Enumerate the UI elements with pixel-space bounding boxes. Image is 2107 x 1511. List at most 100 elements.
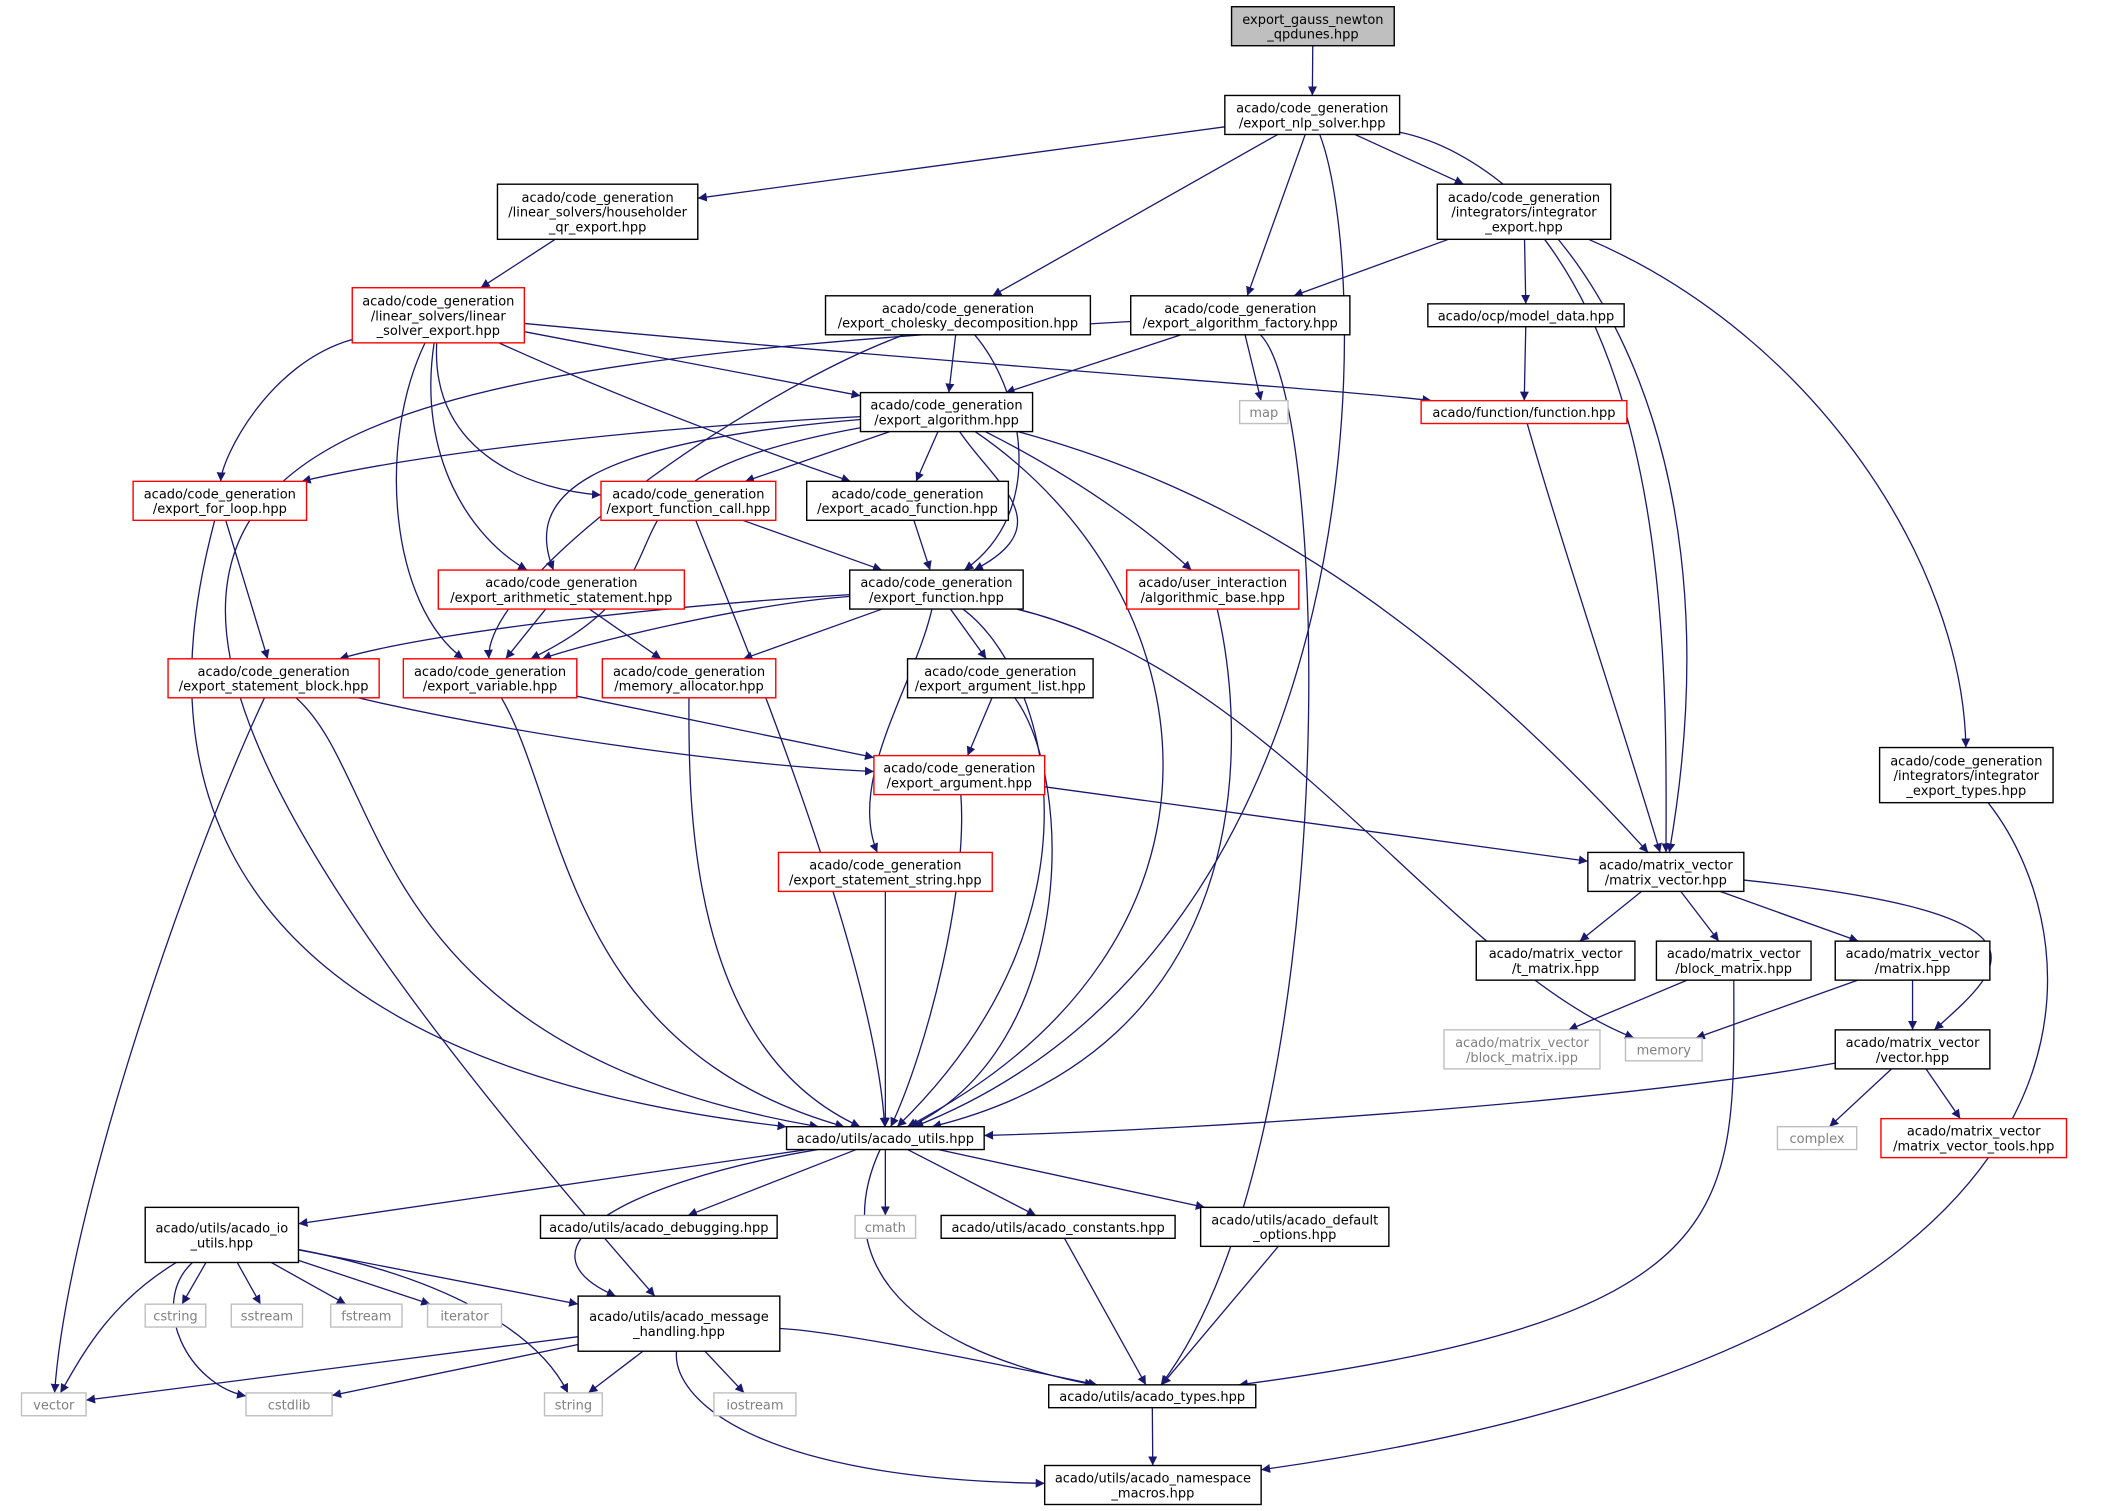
- node-memory_allocator[interactable]: acado/code_generation/memory_allocator.h…: [601, 658, 777, 699]
- node-label-line: acado/matrix_vector: [1599, 858, 1733, 873]
- node-box: [859, 391, 1034, 433]
- node-acado_utils[interactable]: acado/utils/acado_utils.hpp: [785, 1125, 985, 1151]
- node-box: [1130, 295, 1351, 336]
- node-box: [1230, 6, 1395, 47]
- edge-acado_utils-to-io_utils: [298, 1148, 808, 1227]
- node-argument_list[interactable]: acado/code_generation/export_argument_li…: [906, 658, 1094, 699]
- edge-nlp_solver-to-householder: [697, 126, 1225, 202]
- node-label-line: acado/matrix_vector: [1907, 1125, 2041, 1140]
- node-label-line: map: [1249, 406, 1278, 421]
- node-householder[interactable]: acado/code_generation/linear_solvers/hou…: [496, 183, 699, 241]
- node-root[interactable]: export_gauss_newton_qpdunes.hpp: [1230, 6, 1395, 47]
- node-label-line: sstream: [241, 1310, 293, 1325]
- node-box: [132, 480, 308, 522]
- node-label-line: acado/utils/acado_default: [1211, 1213, 1378, 1228]
- node-box: [1199, 1206, 1390, 1248]
- node-label-line: iterator: [440, 1310, 489, 1325]
- node-integrator_types[interactable]: acado/code_generation/integrators/integr…: [1878, 746, 2054, 804]
- node-label-line: _qr_export.hpp: [548, 221, 647, 236]
- node-model_data[interactable]: acado/ocp/model_data.hpp: [1427, 303, 1625, 328]
- node-label-line: memory: [1637, 1043, 1692, 1058]
- node-box: [601, 658, 777, 699]
- edge-acado_utils-to-acado_types: [863, 1149, 1094, 1388]
- node-arith_statement[interactable]: acado/code_generation/export_arithmetic_…: [437, 569, 686, 610]
- node-label-line: acado/code_generation: [362, 294, 514, 309]
- node-t_matrix[interactable]: acado/matrix_vector/t_matrix.hpp: [1475, 940, 1636, 981]
- edge-io_utils-to-cstdlib: [172, 1262, 247, 1399]
- node-box: [1587, 851, 1745, 893]
- node-label-line: acado/code_generation: [612, 487, 764, 502]
- node-function[interactable]: acado/function/function.hpp: [1420, 399, 1628, 425]
- node-statement_block[interactable]: acado/code_generation/export_statement_b…: [167, 658, 380, 699]
- node-block_matrix[interactable]: acado/matrix_vector/block_matrix.hpp: [1655, 940, 1812, 981]
- node-constants[interactable]: acado/utils/acado_constants.hpp: [940, 1214, 1176, 1239]
- node-default_options[interactable]: acado/utils/acado_default_options.hpp: [1199, 1206, 1390, 1248]
- node-box: [167, 658, 380, 699]
- edge-linear_solver_export-to-function: [524, 322, 1432, 405]
- edge-vector-to-complex: [1828, 1068, 1893, 1128]
- node-label-line: acado/function/function.hpp: [1432, 406, 1615, 421]
- node-box: [806, 480, 1010, 522]
- node-label-line: /integrators/integrator: [1894, 769, 2040, 784]
- edge-linear_solver_export-to-export_variable: [395, 342, 464, 660]
- edge-export_argument-to-acado_utils: [890, 794, 963, 1127]
- node-map: map: [1238, 399, 1289, 425]
- node-algorithm_factory[interactable]: acado/code_generation/export_algorithm_f…: [1130, 295, 1351, 336]
- edge-algorithm_factory-to-map: [1244, 334, 1264, 401]
- node-mv_tools[interactable]: acado/matrix_vector/matrix_vector_tools.…: [1880, 1117, 2068, 1159]
- node-label-line: _qpdunes.hpp: [1266, 28, 1358, 43]
- node-message_handling[interactable]: acado/utils/acado_message_handling.hpp: [577, 1295, 781, 1352]
- node-box: [1125, 569, 1300, 610]
- edge-matrix-to-memory: [1695, 979, 1859, 1040]
- node-cholesky[interactable]: acado/code_generation/export_cholesky_de…: [824, 295, 1092, 336]
- node-statement_string[interactable]: acado/code_generation/export_statement_s…: [777, 851, 993, 893]
- node-namespace_macros[interactable]: acado/utils/acado_namespace_macros.hpp: [1043, 1464, 1262, 1506]
- node-for_loop[interactable]: acado/code_generation/export_for_loop.hp…: [132, 480, 308, 522]
- node-integrator_export[interactable]: acado/code_generation/integrators/integr…: [1436, 183, 1612, 241]
- edge-export_algorithm-to-acado_function: [915, 431, 939, 482]
- node-cmath: cmath: [854, 1214, 917, 1239]
- node-iostream: iostream: [713, 1392, 797, 1417]
- node-matrix_vector[interactable]: acado/matrix_vector/matrix_vector.hpp: [1587, 851, 1745, 893]
- node-label-line: acado/code_generation: [1890, 754, 2042, 769]
- edge-nlp_solver-to-integrator_export: [1354, 133, 1464, 185]
- node-acado_function[interactable]: acado/code_generation/export_acado_funct…: [806, 480, 1010, 522]
- node-export_algorithm[interactable]: acado/code_generation/export_algorithm.h…: [859, 391, 1034, 433]
- node-box: [1624, 1037, 1703, 1062]
- edge-integrator_export-to-model_data: [1521, 239, 1531, 304]
- node-label-line: acado/utils/acado_constants.hpp: [951, 1221, 1164, 1236]
- edge-matrix_vector-to-t_matrix: [1579, 890, 1643, 942]
- node-linear_solver_export[interactable]: acado/code_generation/linear_solvers/lin…: [351, 287, 526, 344]
- edge-export_variable-to-export_argument: [576, 695, 875, 761]
- edge-export_algorithm-to-algorithmic_base: [984, 431, 1192, 571]
- node-debugging[interactable]: acado/utils/acado_debugging.hpp: [539, 1214, 778, 1239]
- node-acado_types[interactable]: acado/utils/acado_types.hpp: [1048, 1384, 1257, 1409]
- node-label-line: complex: [1790, 1132, 1845, 1147]
- node-box: [1427, 303, 1625, 328]
- node-algorithmic_base[interactable]: acado/user_interaction/algorithmic_base.…: [1125, 569, 1300, 610]
- node-box: [230, 1303, 304, 1328]
- edge-export_algorithm-to-arith_statement: [545, 418, 861, 571]
- edge-export_algorithm-to-for_loop: [301, 416, 861, 484]
- node-export_variable[interactable]: acado/code_generation/export_variable.hp…: [402, 658, 578, 699]
- node-io_utils[interactable]: acado/utils/acado_io_utils.hpp: [144, 1206, 300, 1264]
- node-nlp_solver[interactable]: acado/code_generation/export_nlp_solver.…: [1224, 94, 1401, 136]
- edge-cholesky-to-export_algorithm: [945, 334, 957, 393]
- edge-io_utils-to-vector_std: [59, 1261, 177, 1394]
- node-matrix[interactable]: acado/matrix_vector/matrix.hpp: [1834, 940, 1991, 981]
- node-box: [1443, 1029, 1601, 1070]
- node-complex: complex: [1776, 1125, 1858, 1151]
- edge-default_options-to-acado_types: [1161, 1245, 1279, 1386]
- node-label-line: acado/code_generation: [1236, 102, 1388, 117]
- node-label-line: acado/code_generation: [924, 665, 1076, 680]
- node-export_function[interactable]: acado/code_generation/export_function.hp…: [849, 569, 1024, 610]
- node-label-line: acado/code_generation: [1164, 302, 1316, 317]
- node-box: [543, 1392, 604, 1417]
- node-vector[interactable]: acado/matrix_vector/vector.hpp: [1834, 1029, 1991, 1070]
- node-box: [940, 1214, 1176, 1239]
- edge-acado_function-to-export_function: [913, 520, 932, 571]
- node-export_argument[interactable]: acado/code_generation/export_argument.hp…: [873, 754, 1046, 796]
- node-label-line: _utils.hpp: [189, 1236, 253, 1251]
- node-function_call[interactable]: acado/code_generation/export_function_ca…: [600, 480, 777, 522]
- edge-message_handling-to-string: [587, 1350, 644, 1394]
